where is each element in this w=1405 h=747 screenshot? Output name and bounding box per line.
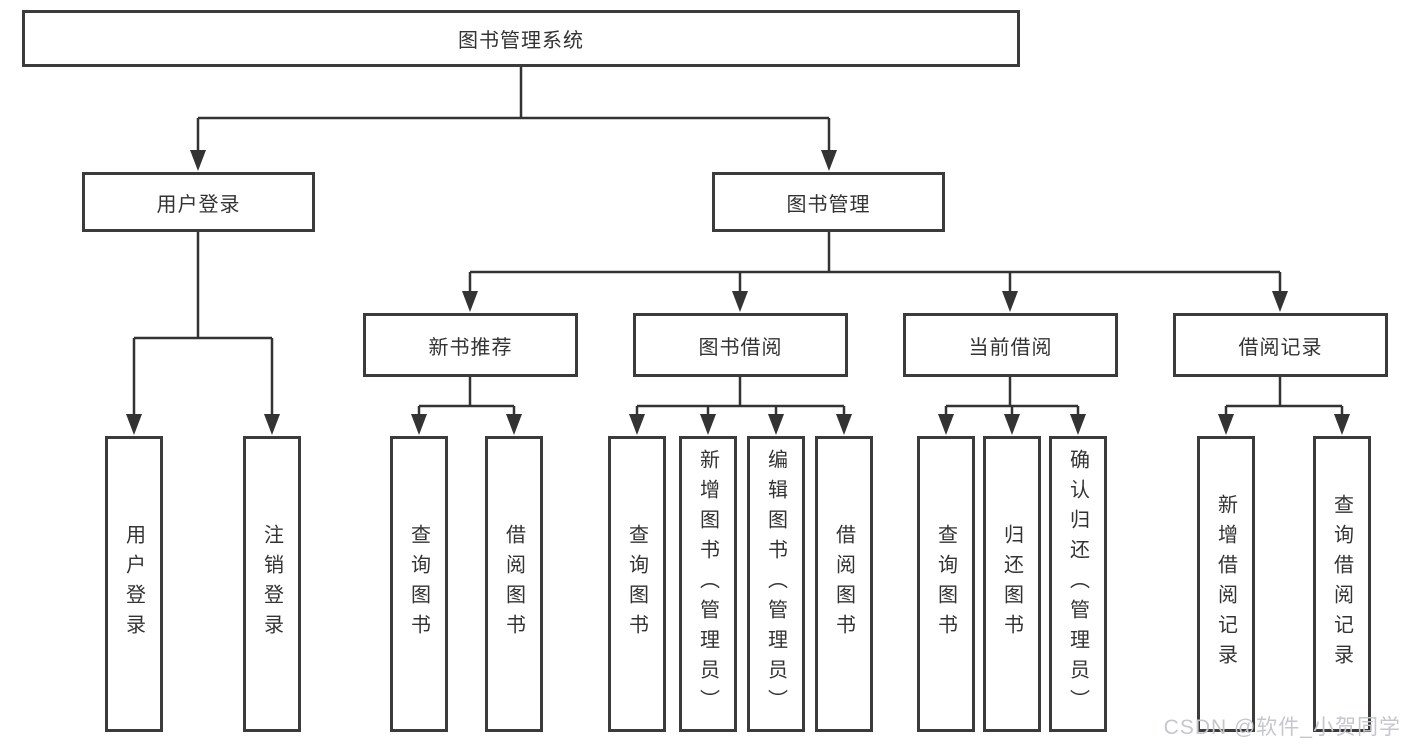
- node-user-login-branch: 用户登录: [82, 172, 315, 232]
- leaf-add-borrow-record: 新增借阅记录: [1197, 436, 1255, 732]
- leaf-logout: 注销登录: [243, 436, 301, 732]
- node-new-book-recommendation: 新书推荐: [363, 313, 578, 377]
- leaf-return-books: 归还图书: [983, 436, 1041, 732]
- node-book-borrowing: 图书借阅: [633, 313, 848, 377]
- arrowheads: [126, 150, 1350, 435]
- watermark: CSDN @软件_小贺同学: [1163, 716, 1401, 739]
- leaf-user-login: 用户登录: [105, 436, 163, 732]
- connector-line-group: [132, 67, 1344, 420]
- leaf-query-books-3: 查询图书: [917, 436, 975, 732]
- node-current-borrowing: 当前借阅: [903, 313, 1118, 377]
- leaf-borrow-books-1: 借阅图书: [485, 436, 543, 732]
- leaf-borrow-books-2: 借阅图书: [815, 436, 873, 732]
- node-root: 图书管理系统: [22, 10, 1020, 67]
- leaf-query-books-1: 查询图书: [390, 436, 448, 732]
- leaf-query-borrow-record: 查询借阅记录: [1313, 436, 1371, 732]
- leaf-query-books-2: 查询图书: [608, 436, 666, 732]
- leaf-confirm-return-admin: 确认归还（管理员）: [1049, 436, 1107, 732]
- leaf-edit-books-admin: 编辑图书（管理员）: [747, 436, 805, 732]
- node-borrowing-records: 借阅记录: [1173, 313, 1388, 377]
- leaf-add-books-admin: 新增图书（管理员）: [679, 436, 737, 732]
- node-book-management-branch: 图书管理: [712, 172, 945, 232]
